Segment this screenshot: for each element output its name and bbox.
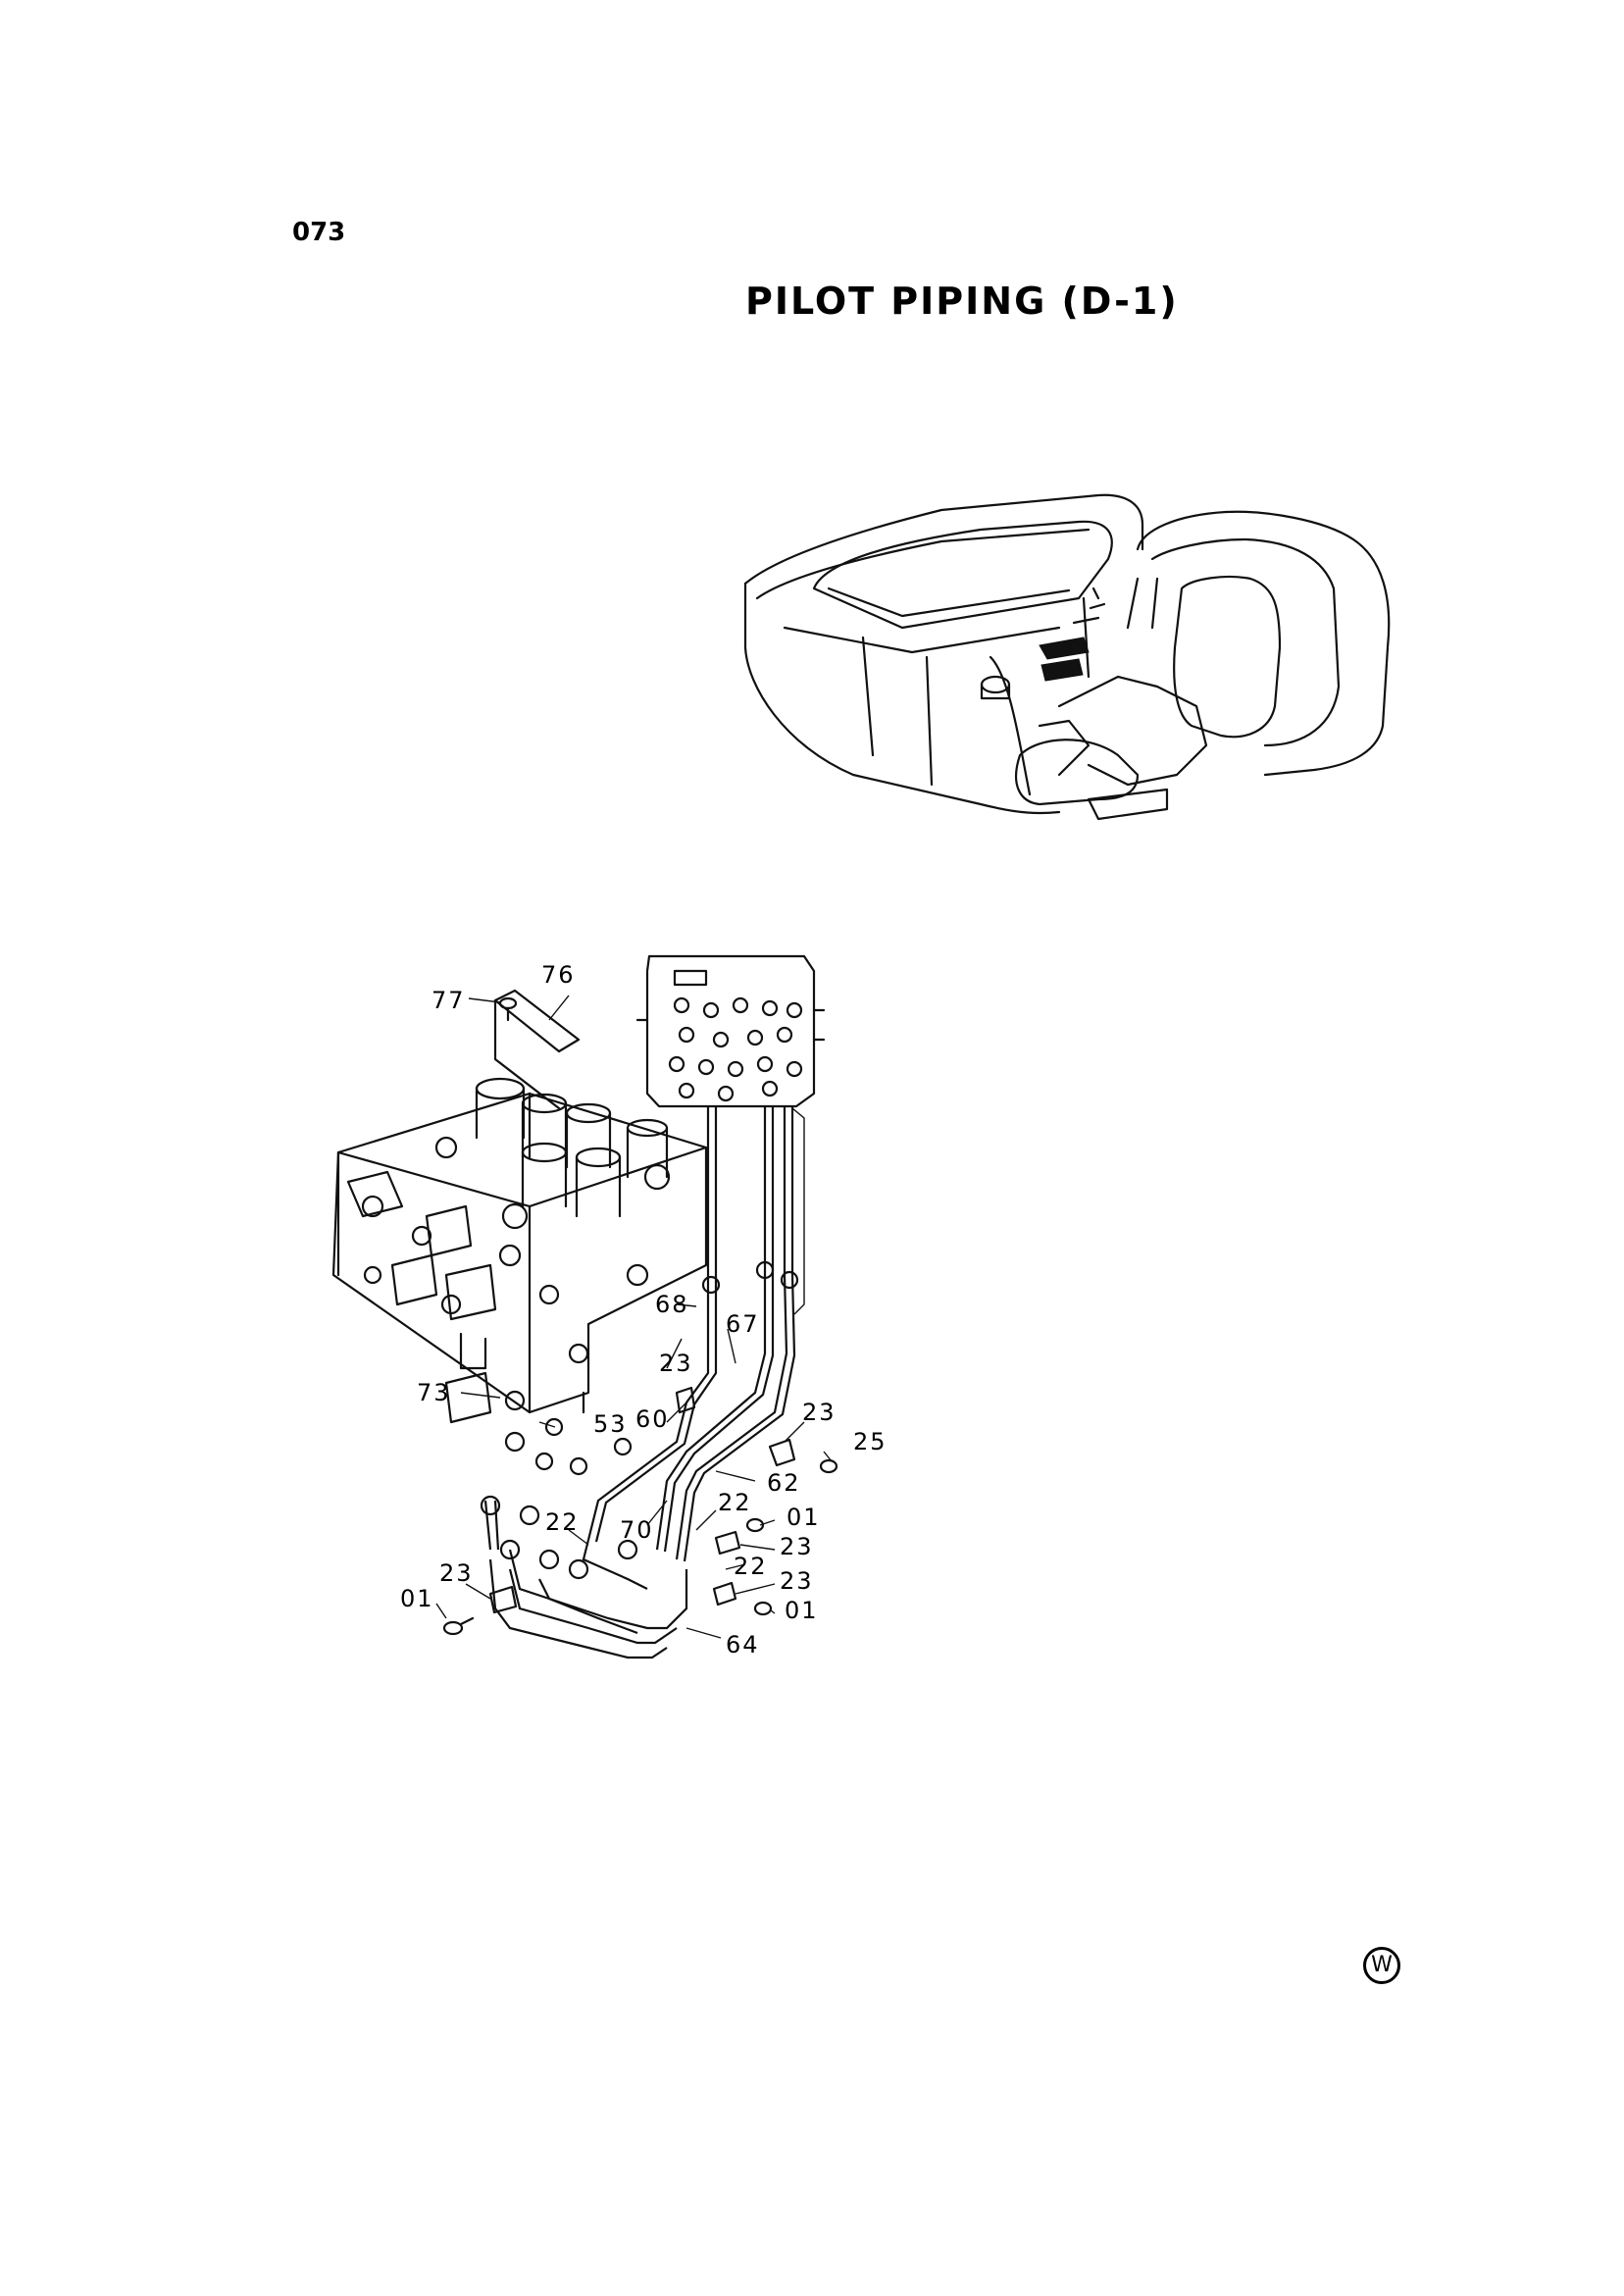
callout-73: 73 (417, 1379, 451, 1406)
callout-76: 76 (541, 961, 576, 989)
callout-01: 01 (785, 1597, 819, 1624)
callout-23: 23 (780, 1533, 814, 1560)
callout-25: 25 (853, 1428, 888, 1455)
pilot-piping-exploded-view: 77 76 68 67 23 73 53 60 23 25 62 22 70 2… (331, 954, 888, 1659)
callout-23: 23 (780, 1567, 814, 1595)
bolts (442, 1458, 838, 1636)
bolt-77 (498, 996, 518, 1022)
callout-53: 53 (593, 1410, 628, 1438)
callout-labels: 77 76 68 67 23 73 53 60 23 25 62 22 70 2… (400, 961, 888, 1658)
callout-23: 23 (659, 1350, 693, 1377)
callout-01: 01 (787, 1504, 821, 1531)
pilot-valve-location-marker (1039, 587, 1106, 682)
pilot-valve-block (635, 954, 826, 1108)
callout-77: 77 (431, 987, 466, 1014)
callout-67: 67 (726, 1310, 760, 1338)
callout-01: 01 (400, 1585, 434, 1612)
manufacturer-logo-mark: W (1363, 1947, 1400, 1984)
clamps (488, 1386, 796, 1614)
callout-22: 22 (734, 1553, 768, 1580)
control-valve-block (331, 1077, 708, 1424)
callout-64: 64 (726, 1631, 760, 1658)
leader-lines (435, 995, 833, 1639)
callout-68: 68 (655, 1291, 689, 1318)
fittings (480, 1260, 799, 1580)
callout-70: 70 (620, 1516, 654, 1544)
callout-22: 22 (718, 1489, 752, 1516)
page-title: PILOT PIPING (D-1) (745, 280, 1179, 323)
callout-62: 62 (767, 1469, 801, 1497)
callout-23: 23 (439, 1559, 474, 1587)
bracket-plate (493, 989, 581, 1110)
page-number: 073 (292, 218, 346, 247)
callout-22: 22 (545, 1508, 580, 1536)
callout-60: 60 (635, 1405, 670, 1433)
callout-23: 23 (802, 1399, 837, 1426)
excavator-body (743, 493, 1391, 821)
